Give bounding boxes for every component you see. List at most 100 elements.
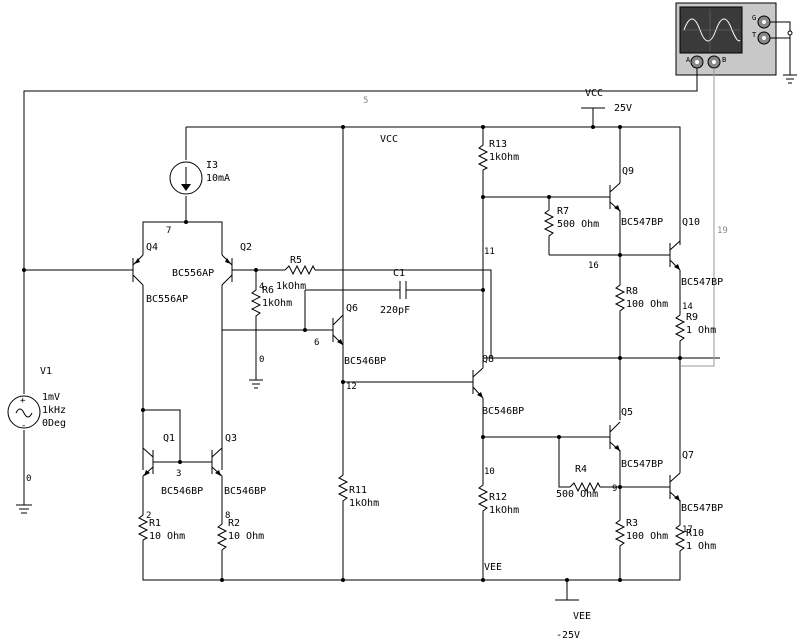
resistor-r1[interactable] <box>137 510 149 541</box>
transistor-q3[interactable] <box>206 447 223 520</box>
v1-name: V1 <box>40 366 52 377</box>
c1-label: C1 <box>393 268 405 279</box>
resistor-r8[interactable] <box>614 280 626 315</box>
resistor-r7[interactable] <box>543 205 555 240</box>
q8-model: BC546BP <box>482 406 524 417</box>
scope-label-a: A <box>686 56 691 64</box>
net-19: 19 <box>717 226 728 236</box>
vee-value: -25V <box>556 630 580 641</box>
v1-freq: 1kHz <box>42 405 66 416</box>
r2-label: R2 <box>228 518 240 529</box>
r5-value: 1kOhm <box>276 281 306 292</box>
scope-label-t: T <box>752 31 757 39</box>
net-0-r6: 0 <box>259 355 264 365</box>
i3-value: 10mA <box>206 173 230 184</box>
r10-label: R10 <box>686 528 704 539</box>
q1-model: BC546BP <box>161 486 203 497</box>
transistor-q7[interactable] <box>669 465 681 502</box>
c1-value: 220pF <box>380 305 410 316</box>
capacitor-c1[interactable] <box>395 281 410 299</box>
net-5: 5 <box>363 96 368 106</box>
oscilloscope[interactable]: A B G T <box>675 2 777 76</box>
r8-label: R8 <box>626 286 638 297</box>
resistor-r9[interactable] <box>674 310 686 345</box>
net-16: 16 <box>588 261 599 271</box>
vee-rail-label: VEE <box>484 562 502 573</box>
net-12: 12 <box>346 382 357 392</box>
transistor-q8[interactable] <box>466 367 484 399</box>
q6-label: Q6 <box>346 303 358 314</box>
vcc-top-name: VCC <box>585 88 603 99</box>
net-9: 9 <box>612 484 617 494</box>
net-14: 14 <box>682 302 693 312</box>
q2-label: Q2 <box>240 242 252 253</box>
r2-value: 10 Ohm <box>228 531 264 542</box>
net-2: 2 <box>146 511 151 521</box>
r5-label: R5 <box>290 255 302 266</box>
r7-value: 500 Ohm <box>557 219 599 230</box>
r1-value: 10 Ohm <box>149 531 185 542</box>
resistor-r3[interactable] <box>614 515 626 548</box>
transistor-q4[interactable] <box>132 254 144 286</box>
resistor-r6[interactable] <box>250 285 262 320</box>
q8-label: Q8 <box>482 354 494 365</box>
resistor-r12[interactable] <box>477 480 489 515</box>
r11-value: 1kOhm <box>349 498 379 509</box>
q9-model: BC547BP <box>621 217 663 228</box>
net-11: 11 <box>484 247 495 257</box>
vee-name: VEE <box>573 611 591 622</box>
q7-model: BC547BP <box>681 503 723 514</box>
svg-text:+: + <box>20 396 26 406</box>
q3-model: BC546BP <box>224 486 266 497</box>
scope-ground <box>770 21 797 84</box>
transistor-q10[interactable] <box>669 240 681 275</box>
current-source-i3[interactable] <box>169 161 203 195</box>
q5-label: Q5 <box>621 407 633 418</box>
resistor-r10[interactable] <box>674 520 686 555</box>
net-7: 7 <box>166 226 171 236</box>
v1-amp: 1mV <box>42 392 60 403</box>
v1-phase: 0Deg <box>42 418 66 429</box>
r13-label: R13 <box>489 139 507 150</box>
r3-label: R3 <box>626 518 638 529</box>
net-6: 6 <box>314 338 319 348</box>
q4-label: Q4 <box>146 242 158 253</box>
resistor-r4[interactable] <box>569 481 601 493</box>
r6-label: R6 <box>262 285 274 296</box>
transistor-q2[interactable] <box>221 254 236 286</box>
r12-value: 1kOhm <box>489 505 519 516</box>
i3-name: I3 <box>206 160 218 171</box>
resistor-r11[interactable] <box>337 470 349 505</box>
transistor-q9[interactable] <box>609 182 621 212</box>
resistor-r5[interactable] <box>284 264 316 276</box>
r4-label: R4 <box>575 464 587 475</box>
transistor-q6[interactable] <box>332 314 344 370</box>
r4-value: 500 Ohm <box>556 489 598 500</box>
junctions <box>22 125 682 582</box>
r12-label: R12 <box>489 492 507 503</box>
r8-value: 100 Ohm <box>626 299 668 310</box>
net-17: 17 <box>682 525 693 535</box>
svg-text:-: - <box>21 421 26 431</box>
transistor-q5[interactable] <box>609 421 621 452</box>
transistor-q1[interactable] <box>142 447 160 510</box>
resistor-r2[interactable] <box>216 520 228 551</box>
voltage-source-v1[interactable]: + - <box>7 395 41 431</box>
r9-value: 1 Ohm <box>686 325 716 336</box>
q2-model: BC556AP <box>172 268 214 279</box>
labels: VCC 25V VCC VEE -25V VEE I3 10mA V1 1mV … <box>26 88 728 641</box>
net-0-v1: 0 <box>26 474 31 484</box>
net-10: 10 <box>484 467 495 477</box>
r1-label: R1 <box>149 518 161 529</box>
r9-label: R9 <box>686 312 698 323</box>
net-4: 4 <box>259 282 264 292</box>
vcc-rail-label: VCC <box>380 134 398 145</box>
resistor-r13[interactable] <box>477 140 489 171</box>
r11-label: R11 <box>349 485 367 496</box>
q10-model: BC547BP <box>681 277 723 288</box>
scope-label-b: B <box>722 56 726 64</box>
q7-label: Q7 <box>682 450 694 461</box>
q4-model: BC556AP <box>146 294 188 305</box>
q1-label: Q1 <box>163 433 175 444</box>
